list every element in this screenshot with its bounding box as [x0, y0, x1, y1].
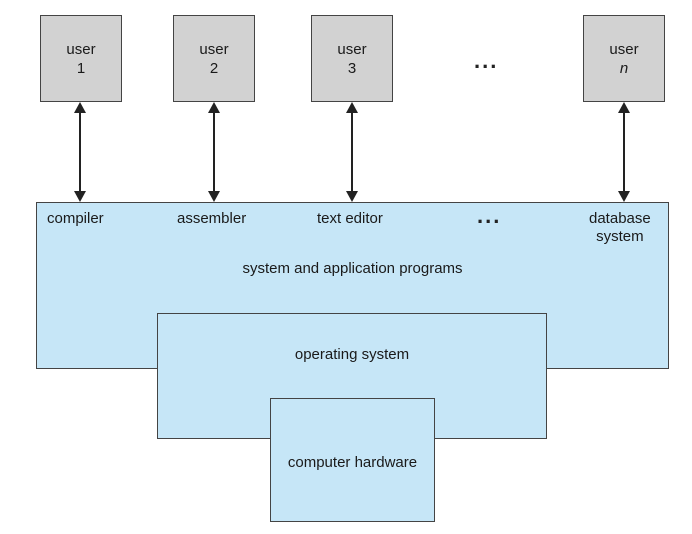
- computer-hardware-layer: computer hardware: [270, 398, 435, 522]
- operating-system-label: operating system: [294, 346, 410, 363]
- user-box-3: user 3: [311, 15, 393, 102]
- computer-hardware-label: computer hardware: [287, 454, 418, 471]
- user-index: n: [619, 59, 629, 77]
- user-index: 1: [76, 59, 86, 77]
- ellipsis-programs: ...: [477, 203, 502, 228]
- user-box-n: user n: [583, 15, 665, 102]
- compiler-label: compiler: [47, 210, 104, 227]
- text-editor-label: text editor: [317, 210, 383, 227]
- user-box-2: user 2: [173, 15, 255, 102]
- user-index: 3: [347, 59, 357, 77]
- user-label: user: [609, 40, 639, 58]
- bidirectional-arrow-2: [204, 102, 224, 202]
- user-box-1: user 1: [40, 15, 122, 102]
- user-label: user: [66, 40, 96, 58]
- ellipsis-users: ...: [474, 48, 499, 73]
- bidirectional-arrow-3: [342, 102, 362, 202]
- user-label: user: [337, 40, 367, 58]
- system-application-programs-label: system and application programs: [242, 260, 463, 277]
- database-system-label: database system: [589, 210, 651, 246]
- bidirectional-arrow-n: [614, 102, 634, 202]
- bidirectional-arrow-1: [70, 102, 90, 202]
- database-label-line1: database: [589, 210, 651, 227]
- database-label-line2: system: [596, 228, 644, 245]
- user-label: user: [199, 40, 229, 58]
- user-index: 2: [209, 59, 219, 77]
- assembler-label: assembler: [177, 210, 247, 227]
